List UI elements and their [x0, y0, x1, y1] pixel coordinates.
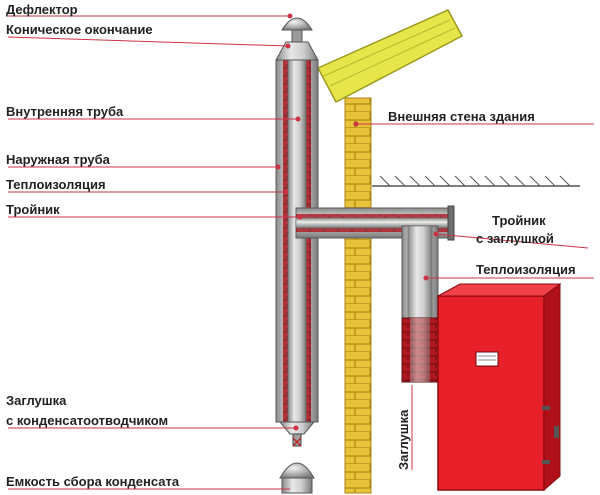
label-deflector: Дефлектор [6, 2, 78, 17]
leader-lines [7, 13, 594, 490]
boiler [437, 283, 562, 492]
label-plug-vertical: Заглушка [396, 409, 411, 470]
label-outer-pipe: Наружная труба [6, 152, 111, 167]
label-outer-wall: Внешняя стена здания [388, 109, 535, 124]
vertical-chimney [275, 17, 319, 494]
brick-wall [344, 97, 372, 494]
conical-end [275, 41, 319, 61]
deflector [281, 17, 313, 31]
condensate-tank-dome [279, 462, 315, 479]
label-insulation-right: Теплоизоляция [476, 262, 576, 277]
label-inner-pipe: Внутренняя труба [6, 104, 124, 119]
label-tee-plug-2: с заглушкой [476, 231, 554, 246]
condensate-valve [292, 433, 302, 447]
label-plug-condensate-1: Заглушка [6, 393, 67, 408]
label-tee: Тройник [6, 202, 60, 217]
ground-hatch [372, 175, 580, 187]
label-insulation-left: Теплоизоляция [6, 177, 106, 192]
label-plug-condensate-2: с конденсатоотводчиком [6, 413, 168, 428]
roof [316, 9, 464, 104]
label-conical-end: Коническое окончание [6, 22, 153, 37]
boiler-connector [401, 225, 439, 383]
label-tee-plug-1: Тройник [492, 213, 546, 228]
label-condensate-tank: Емкость сбора конденсата [6, 474, 180, 489]
